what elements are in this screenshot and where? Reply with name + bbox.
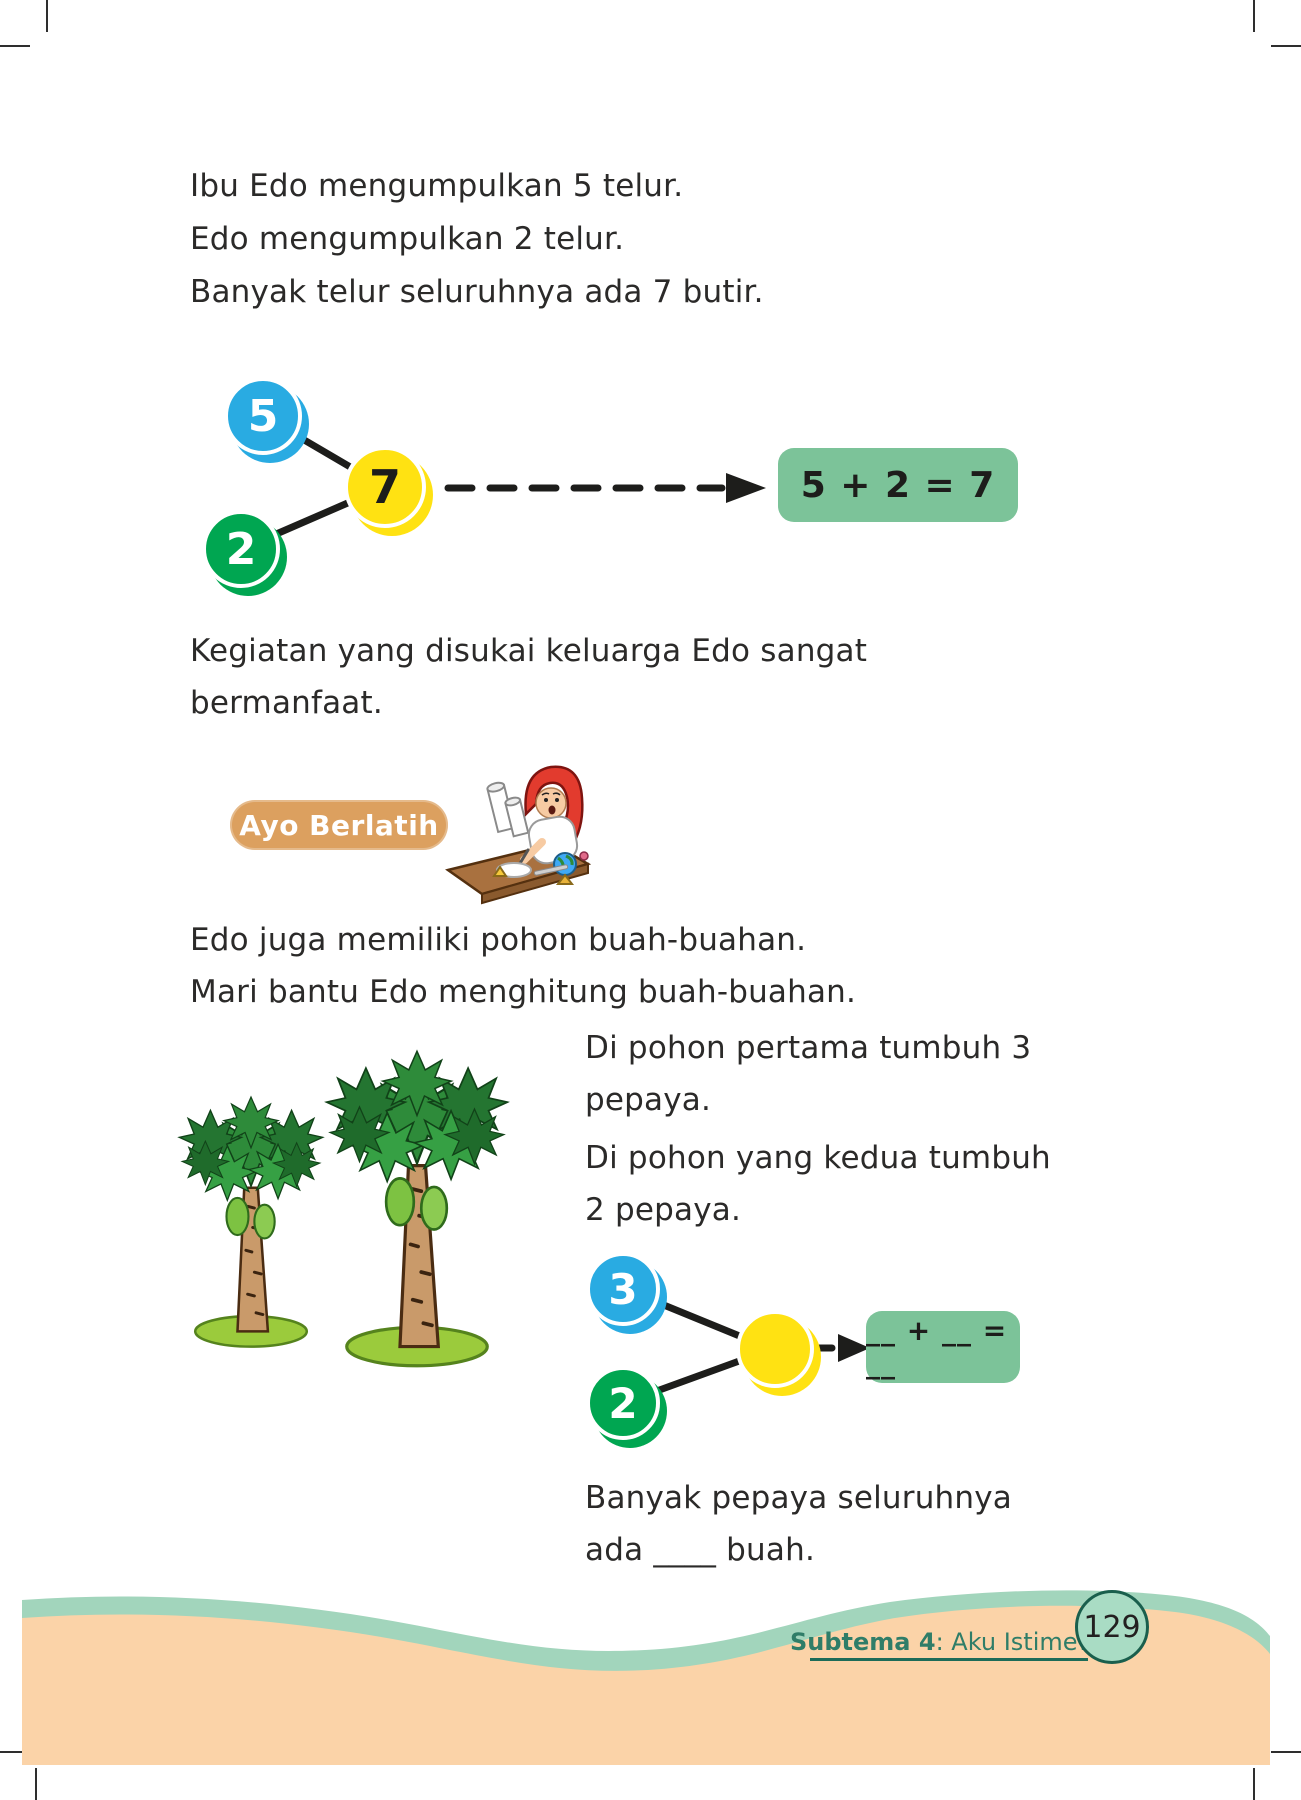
column-line-4: 2 pepaya.: [585, 1192, 741, 1228]
crop-mark: [1253, 0, 1255, 32]
bond1-equation-box: 5 + 2 = 7: [778, 448, 1018, 522]
column-line-1: Di pohon pertama tumbuh 3: [585, 1030, 1032, 1066]
answer-line-2: ada ____ buah.: [585, 1532, 816, 1568]
studying-girl-illustration: [445, 765, 592, 905]
bond2-equation-box: __ + __ = __: [866, 1311, 1020, 1383]
bond2-part-top-value: 3: [586, 1252, 660, 1326]
bond1-whole-value: 7: [344, 446, 426, 528]
bond1-part-top-value: 5: [224, 377, 302, 455]
crop-mark: [1271, 45, 1301, 47]
papaya-tree-small: [179, 1097, 322, 1347]
column-line-3: Di pohon yang kedua tumbuh: [585, 1140, 1051, 1176]
bond2-part-top-circle: 3: [586, 1252, 667, 1334]
intro-line-2: Edo mengumpulkan 2 telur.: [190, 221, 625, 257]
column-line-2: pepaya.: [585, 1082, 712, 1118]
intro-line-1: Ibu Edo mengumpulkan 5 telur.: [190, 168, 684, 204]
papaya-trees-illustration: [160, 1040, 540, 1370]
bond1-part-top-circle: 5: [224, 377, 309, 463]
pohon-line-2: Mari bantu Edo menghitung buah-buahan.: [190, 974, 857, 1010]
bond2-whole-value: [736, 1310, 814, 1388]
intro-line-3: Banyak telur seluruhnya ada 7 butir.: [190, 274, 764, 310]
crop-mark: [46, 0, 48, 32]
bond1-part-bottom-circle: 2: [202, 510, 287, 596]
kegiatan-line-2: bermanfaat.: [190, 685, 383, 721]
answer-line-1: Banyak pepaya seluruhnya: [585, 1480, 1012, 1516]
footer-subtema-label: Subtema 4: [790, 1628, 936, 1656]
ayo-berlatih-badge: Ayo Berlatih: [230, 800, 448, 850]
arrow-head-icon: [726, 473, 766, 503]
footer-subtema: Subtema 4: Aku Istimewa: [790, 1628, 1112, 1656]
bond1-part-bottom-value: 2: [202, 510, 280, 588]
bond2-part-bottom-value: 2: [586, 1366, 660, 1440]
pohon-line-1: Edo juga memiliki pohon buah-buahan.: [190, 922, 807, 958]
crop-mark: [0, 1751, 30, 1753]
bond2-whole-circle-empty: [736, 1310, 821, 1396]
papaya-tree-large: [327, 1051, 508, 1365]
page-number-badge: 129: [1075, 1590, 1149, 1664]
crop-mark: [0, 45, 30, 47]
crop-mark: [1271, 1751, 1301, 1753]
crop-mark: [35, 1768, 37, 1800]
crop-mark: [1253, 1768, 1255, 1800]
bond1-whole-circle: 7: [344, 446, 433, 536]
bond2-part-bottom-circle: 2: [586, 1366, 667, 1448]
footer-underline: [810, 1658, 1088, 1661]
kegiatan-line-1: Kegiatan yang disukai keluarga Edo sanga…: [190, 633, 868, 669]
